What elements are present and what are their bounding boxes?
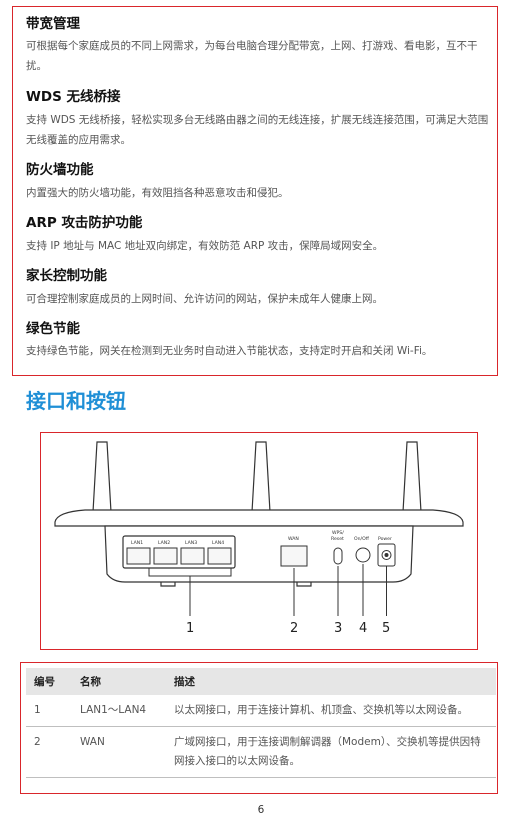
feature-desc-wds: 支持 WDS 无线桥接，轻松实现多台无线路由器之间的无线连接，扩展无线连接范围，…	[26, 114, 489, 146]
feature-desc-green: 支持绿色节能，网关在检测到无业务时自动进入节能状态，支持定时开启和关闭 Wi-F…	[26, 345, 433, 357]
callout-5: 5	[382, 621, 390, 636]
label-wps: WPS/	[332, 530, 344, 536]
router-housing	[54, 509, 464, 527]
feature-title-arp: ARP 攻击防护功能	[26, 215, 143, 231]
row-name: WAN	[72, 726, 166, 778]
label-lan1: LAN1	[131, 540, 143, 546]
label-wan: WAN	[288, 536, 299, 542]
wps-reset-button	[333, 547, 343, 565]
features-frame	[12, 6, 498, 376]
label-lan4: LAN4	[212, 540, 224, 546]
antenna-right	[402, 441, 422, 513]
label-power: Power	[378, 536, 392, 542]
callout-4: 4	[359, 621, 367, 636]
label-lan2: LAN2	[158, 540, 170, 546]
onoff-button	[355, 547, 371, 563]
antenna-left	[92, 441, 112, 513]
page-number: 6	[257, 804, 265, 816]
feature-title-parental: 家长控制功能	[26, 268, 107, 284]
label-reset: Reset	[331, 536, 344, 542]
feature-title-bandwidth: 带宽管理	[26, 16, 80, 32]
lan1-port	[126, 547, 151, 565]
header-number: 编号	[26, 668, 72, 695]
lan3-port	[180, 547, 205, 565]
interface-table: 编号 名称 描述 1 LAN1～LAN4 以太网接口，用于连接计算机、机顶盒、交…	[26, 668, 496, 778]
callout-2: 2	[290, 621, 298, 636]
wan-port	[280, 545, 308, 567]
row-number: 1	[26, 695, 72, 727]
label-onoff: On/Off	[354, 536, 370, 542]
feature-title-firewall: 防火墙功能	[26, 162, 94, 178]
feature-title-green: 绿色节能	[26, 321, 80, 337]
router-rear-diagram: LAN1 LAN2 LAN3 LAN4 WAN WPS/ Reset On/Of…	[54, 441, 464, 636]
diagram-frame	[40, 432, 478, 650]
callout-1: 1	[186, 621, 194, 636]
row-description: 以太网接口，用于连接计算机、机顶盒、交换机等以太网设备。	[166, 695, 496, 727]
feature-desc-arp: 支持 IP 地址与 MAC 地址双向绑定，有效防范 ARP 攻击，保障局域网安全…	[26, 240, 384, 252]
interfaces-heading: 接口和按钮	[26, 389, 126, 413]
feature-desc-firewall: 内置强大的防火墙功能，有效阻挡各种恶意攻击和侵犯。	[26, 187, 289, 199]
header-description: 描述	[166, 668, 496, 695]
table-header-row: 编号 名称 描述	[26, 668, 496, 695]
row-number: 2	[26, 726, 72, 778]
callout-line-1	[148, 568, 232, 616]
table-frame	[20, 662, 498, 794]
label-lan3: LAN3	[185, 540, 197, 546]
row-description: 广域网接口，用于连接调制解调器（Modem）、交换机等提供因特网接入接口的以太网…	[166, 726, 496, 778]
row-name: LAN1～LAN4	[72, 695, 166, 727]
header-name: 名称	[72, 668, 166, 695]
lan4-port	[207, 547, 232, 565]
lan2-port	[153, 547, 178, 565]
table-row: 1 LAN1～LAN4 以太网接口，用于连接计算机、机顶盒、交换机等以太网设备。	[26, 695, 496, 727]
antenna-center	[251, 441, 271, 513]
feature-desc-bandwidth: 可根据每个家庭成员的不同上网需求，为每台电脑合理分配带宽，上网、打游戏、看电影，…	[26, 40, 478, 72]
callout-3: 3	[334, 621, 342, 636]
table-row: 2 WAN 广域网接口，用于连接调制解调器（Modem）、交换机等提供因特网接入…	[26, 726, 496, 778]
feature-title-wds: WDS 无线桥接	[26, 89, 121, 105]
feature-desc-parental: 可合理控制家庭成员的上网时间、允许访问的网站，保护未成年人健康上网。	[26, 293, 383, 305]
